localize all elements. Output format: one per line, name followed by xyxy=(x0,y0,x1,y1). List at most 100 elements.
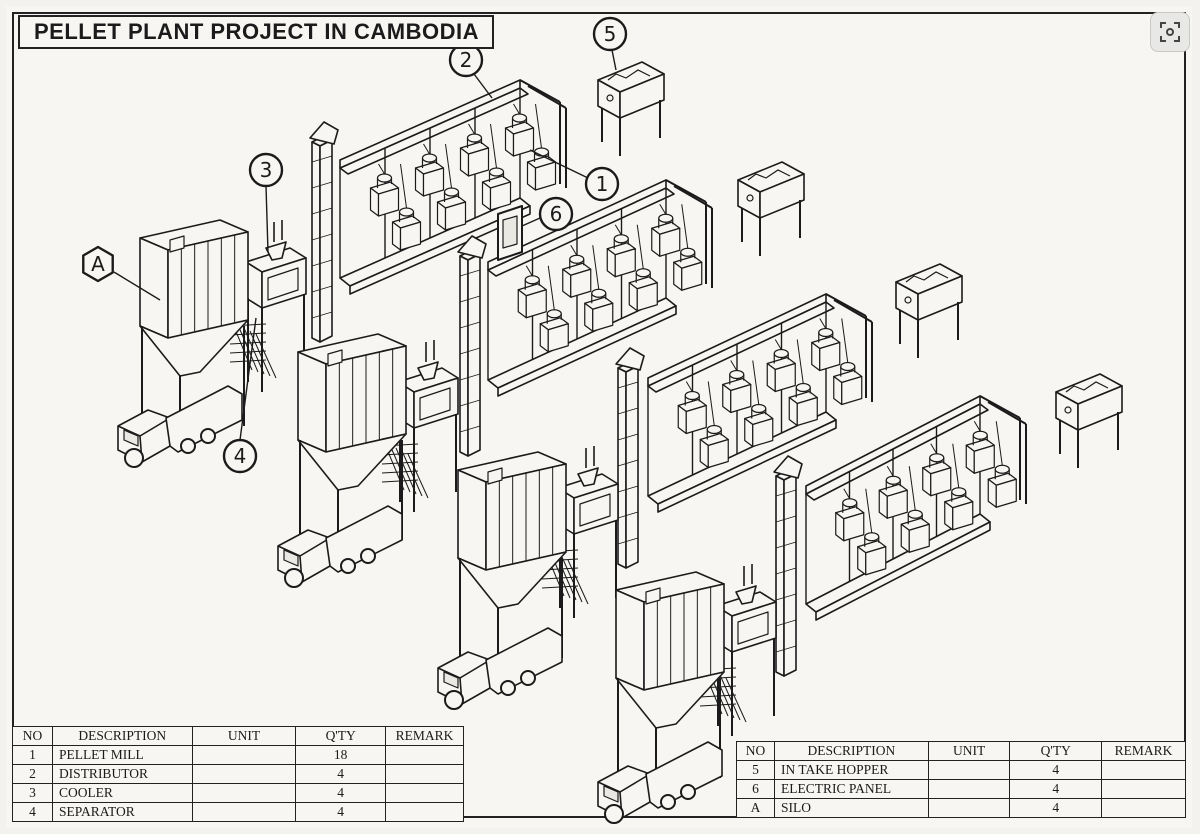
drawing-leader xyxy=(1065,381,1109,393)
electric-panel xyxy=(497,205,523,261)
drawing-leader xyxy=(905,271,949,283)
mill-cylinder xyxy=(684,390,700,401)
production-line-4 xyxy=(597,373,1123,824)
drawing-line xyxy=(819,318,827,329)
drawing-line xyxy=(389,444,411,493)
drawing-outline xyxy=(615,589,645,691)
mill-cylinder xyxy=(795,382,811,393)
bom-header-cell: NO xyxy=(736,741,775,761)
drawing-line xyxy=(636,224,644,269)
drawing-line xyxy=(299,537,331,557)
drawing-line xyxy=(459,321,481,329)
mill-cylinder xyxy=(591,288,607,298)
drawing-line xyxy=(614,224,622,236)
drawing-outline xyxy=(311,141,321,343)
bom-header-cell: UNIT xyxy=(927,741,1011,761)
bom-cell-description: DISTRIBUTOR xyxy=(51,764,193,784)
drawing-outline xyxy=(577,467,599,487)
drawing-outline xyxy=(707,438,729,469)
callout-1: 1 xyxy=(529,149,620,202)
drawing-line xyxy=(995,421,1003,466)
drawing-line xyxy=(459,295,481,303)
drawing-line xyxy=(617,433,639,441)
drawing-outline xyxy=(752,417,774,448)
drawing-line xyxy=(547,265,555,310)
bom-cell-no: 1 xyxy=(12,745,53,765)
focus-button[interactable] xyxy=(1150,12,1190,52)
production-line-2 xyxy=(277,161,805,588)
callout-label: 2 xyxy=(460,48,473,72)
drawing-line xyxy=(617,485,639,493)
callout-2: 2 xyxy=(448,42,493,99)
mill-cylinder xyxy=(466,133,483,143)
drawing-outline xyxy=(908,523,930,553)
drawing-outline xyxy=(487,467,503,485)
drawing-line xyxy=(381,479,419,483)
drawing-leader xyxy=(265,185,269,253)
drawing-outline xyxy=(487,297,677,389)
drawing-outline xyxy=(327,349,343,367)
bom-cell-remark xyxy=(385,764,464,784)
bom-cell-qty: 4 xyxy=(295,783,387,803)
drawing-line xyxy=(311,311,333,319)
mill-cylinder xyxy=(546,309,562,319)
drawing-line xyxy=(659,203,667,215)
drawing-outline xyxy=(917,275,963,321)
callout-bubble xyxy=(592,16,628,52)
drawing-line xyxy=(843,488,851,500)
mill-cylinder xyxy=(864,532,880,542)
drawing-outline xyxy=(169,235,185,253)
bom-cell-unit xyxy=(927,798,1011,818)
callout-label: A xyxy=(91,252,105,276)
truck-wheel xyxy=(444,690,464,710)
bom-cell-remark xyxy=(1101,760,1186,780)
drawing-outline xyxy=(82,245,114,283)
mill-cylinder xyxy=(929,453,945,463)
drawing-outline xyxy=(930,467,952,497)
drawing-leader xyxy=(747,169,791,181)
bom-cell-unit xyxy=(191,764,297,784)
drawing-outline xyxy=(457,235,487,259)
drawing-line xyxy=(774,339,782,350)
drawing-line xyxy=(229,350,267,354)
drawing-outline xyxy=(625,365,639,569)
drawing-line xyxy=(617,459,639,467)
bom-cell-no: 2 xyxy=(12,764,53,784)
drawing-line xyxy=(311,155,333,163)
drawing-outline xyxy=(592,302,614,332)
bom-cell-qty: 4 xyxy=(1009,779,1103,799)
mill-cylinder xyxy=(680,247,696,257)
bom-cell-qty: 4 xyxy=(295,764,387,784)
callout-label: 6 xyxy=(550,202,563,226)
drawing-line xyxy=(665,179,707,203)
bom-cell-description: COOLER xyxy=(51,783,193,803)
truck-wheel xyxy=(500,680,516,696)
drawing-outline xyxy=(685,404,707,435)
drawing-outline xyxy=(570,268,592,298)
mill-cylinder xyxy=(729,369,745,380)
drawing-outline xyxy=(349,205,531,295)
drawing-outline xyxy=(657,419,837,513)
drawing-outline xyxy=(139,237,169,339)
drawing-outline xyxy=(267,267,299,301)
bom-cell-qty: 18 xyxy=(295,745,387,765)
drawing-line xyxy=(541,576,579,580)
drawing-line xyxy=(395,447,417,495)
drawing-outline xyxy=(659,227,681,257)
drawing-outline xyxy=(841,375,863,406)
drawing-line xyxy=(311,233,333,241)
bom-cell-remark xyxy=(385,745,464,765)
drawing-outline xyxy=(645,587,661,605)
drawing-line xyxy=(311,207,333,215)
drawing-line xyxy=(592,245,600,290)
drawing-line xyxy=(841,318,849,363)
mill-cylinder xyxy=(885,475,901,485)
drawing-line xyxy=(930,443,938,455)
mill-cylinder xyxy=(658,213,674,223)
drawing-line xyxy=(886,465,894,477)
